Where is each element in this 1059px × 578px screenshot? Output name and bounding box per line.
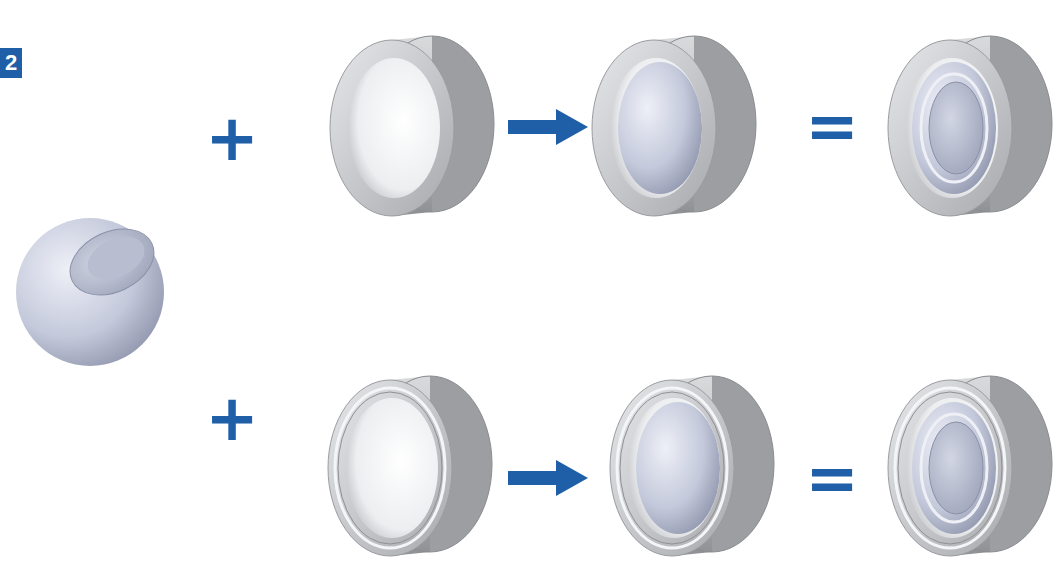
- operator-symbol: =: [805, 94, 859, 158]
- assembled-bearing: [888, 36, 1052, 216]
- grooved-assembled-bearing: [888, 376, 1052, 556]
- outer-ring: [330, 36, 494, 216]
- spherical-ball: [16, 216, 165, 366]
- operator-symbol: +: [205, 106, 259, 170]
- operator-symbol: +: [205, 386, 259, 450]
- figure-badge: 2: [0, 48, 22, 78]
- operator-symbol: =: [805, 446, 859, 510]
- process-arrow: [508, 460, 588, 496]
- grooved-ring-with-ball: [610, 376, 774, 556]
- grooved-outer-ring: [328, 376, 492, 556]
- process-arrow: [508, 109, 588, 145]
- figure-number: 2: [5, 50, 17, 76]
- ring-with-ball: [592, 36, 756, 216]
